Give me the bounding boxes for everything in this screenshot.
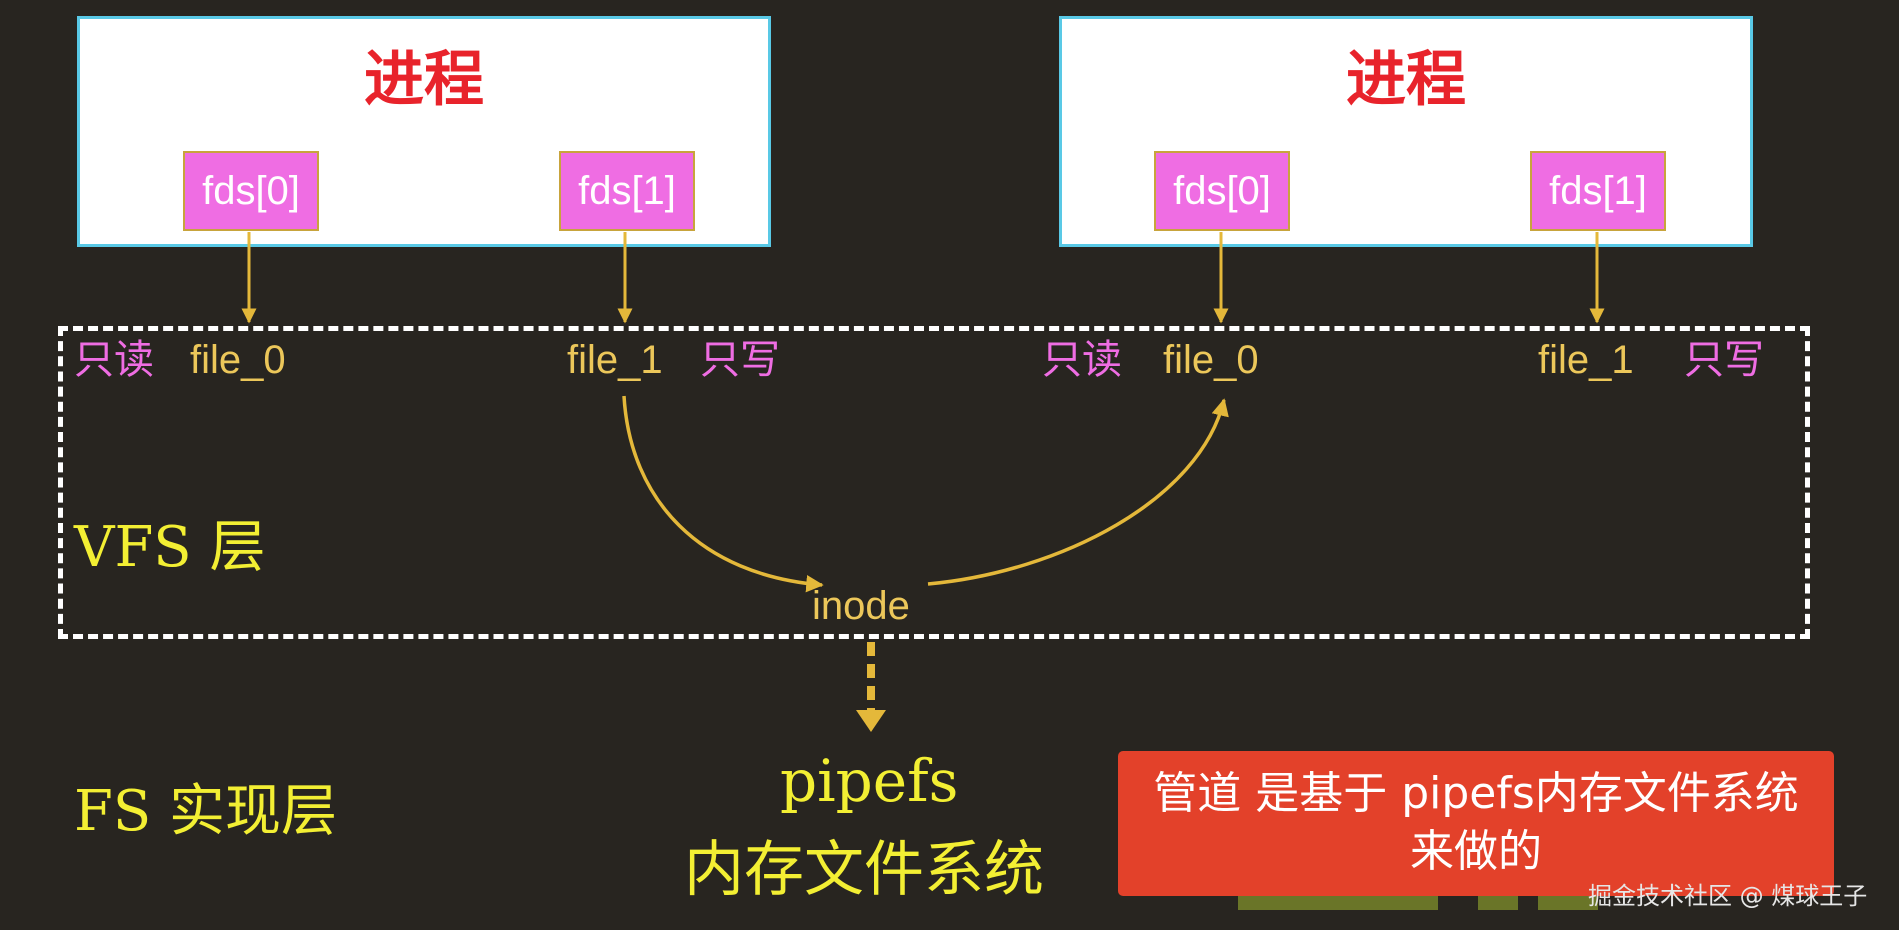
- blurred-strip: [1478, 896, 1518, 910]
- dashed-arrow-head: [856, 710, 886, 732]
- left-file1-label: file_1: [567, 338, 663, 382]
- left-file0-label: file_0: [190, 338, 286, 382]
- right-fd0-box: fds[0]: [1154, 151, 1290, 231]
- right-write-only-label: 只写: [1684, 338, 1764, 382]
- inode-label: inode: [812, 584, 910, 628]
- pipefs-description: 内存文件系统: [684, 835, 1044, 905]
- watermark: 掘金技术社区 @ 煤球王子: [1588, 882, 1868, 910]
- left-read-only-label: 只读: [74, 338, 154, 382]
- subtitle-banner: 管道 是基于 pipefs内存文件系统 来做的: [1118, 751, 1834, 896]
- right-file1-label: file_1: [1538, 338, 1634, 382]
- left-fd1-box: fds[1]: [559, 151, 695, 231]
- arrow-file1-to-inode: [622, 395, 824, 593]
- left-write-only-label: 只写: [700, 338, 780, 382]
- vfs-layer-frame: [58, 326, 1810, 639]
- fs-layer-label: FS 实现层: [74, 779, 338, 844]
- vfs-layer-label: VFS 层: [74, 515, 266, 580]
- arrow-inode-to-file0: [927, 398, 1229, 586]
- right-read-only-label: 只读: [1042, 338, 1122, 382]
- left-process-box: 进程 fds[0] fds[1]: [77, 16, 771, 247]
- left-process-title: 进程: [364, 45, 484, 115]
- right-process-box: 进程 fds[0] fds[1]: [1059, 16, 1753, 247]
- subtitle-line-2: 来做的: [1410, 826, 1542, 877]
- right-file0-label: file_0: [1163, 338, 1259, 382]
- blurred-strip: [1538, 896, 1598, 910]
- right-process-title: 进程: [1346, 45, 1466, 115]
- right-fd1-box: fds[1]: [1530, 151, 1666, 231]
- left-fd0-box: fds[0]: [183, 151, 319, 231]
- blurred-strip: [1238, 896, 1438, 910]
- pipefs-label: pipefs: [780, 747, 959, 815]
- subtitle-line-1: 管道 是基于 pipefs内存文件系统: [1153, 768, 1799, 819]
